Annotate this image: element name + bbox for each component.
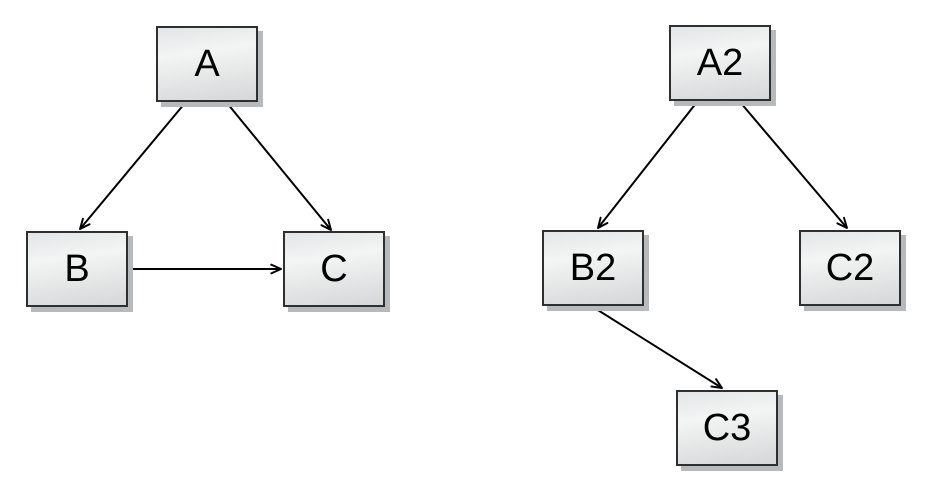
node-a: A: [156, 26, 258, 102]
node-b-label: B: [64, 248, 90, 290]
edge-a2-to-b2: [597, 101, 698, 229]
node-a-label: A: [194, 43, 220, 85]
edge-a-to-c: [226, 102, 332, 231]
node-b2: B2: [542, 230, 644, 306]
node-b2-label: B2: [569, 247, 617, 289]
node-c2-label: C2: [825, 247, 875, 289]
edge-a2-to-c2: [739, 101, 848, 229]
node-c3: C3: [676, 390, 778, 466]
node-a2-label: A2: [696, 42, 744, 84]
node-c2: C2: [799, 230, 901, 306]
node-b: B: [26, 231, 128, 307]
edge-a-to-b: [79, 102, 186, 230]
node-c-label: C: [320, 248, 348, 290]
node-c: C: [283, 231, 385, 307]
node-a2: A2: [669, 25, 771, 101]
node-c3-label: C3: [702, 407, 752, 449]
edge-b2-to-c3: [592, 306, 723, 389]
